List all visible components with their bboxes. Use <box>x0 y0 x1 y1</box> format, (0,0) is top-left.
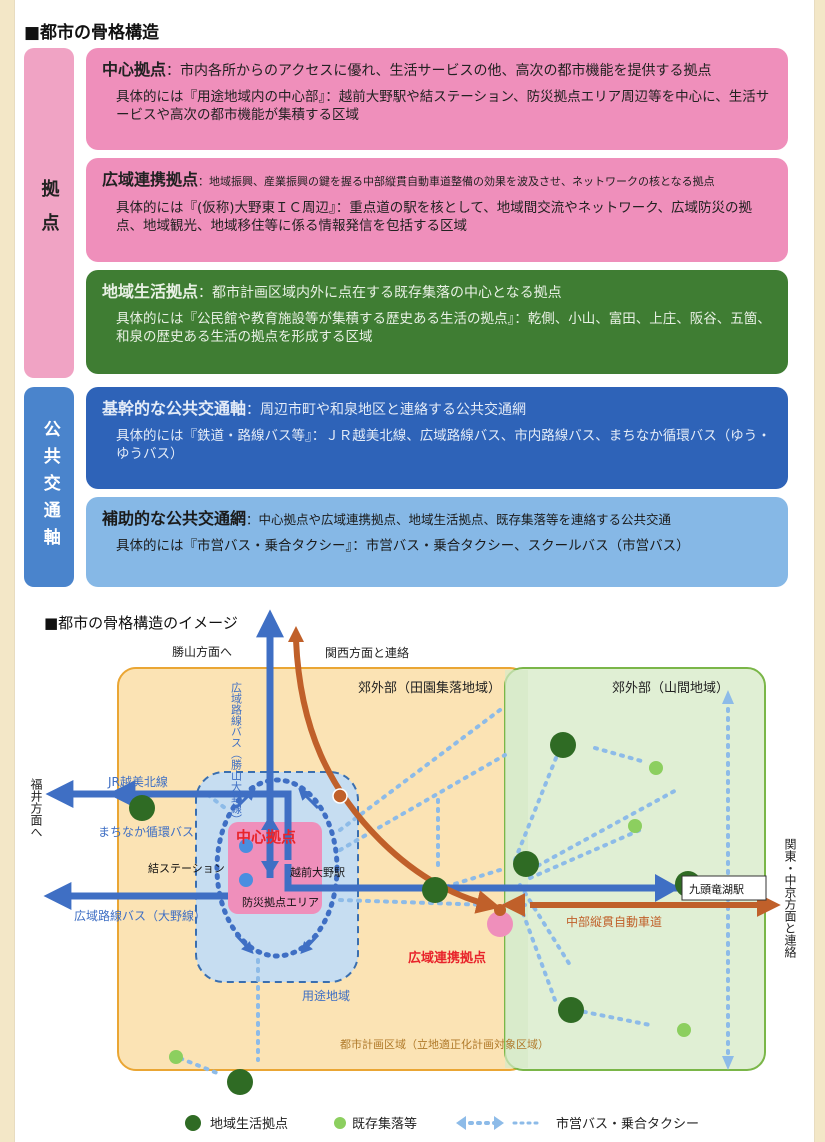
box-title: 基幹的な公共交通軸 <box>102 399 247 418</box>
bosai-label: 防災拠点エリア <box>242 895 319 909</box>
box-detail: 具体的には『公民館や教育施設等が集積する歴史ある生活の拠点』：乾側、小山、富田、… <box>116 311 771 345</box>
box-main-transit: 基幹的な公共交通軸：周辺市町や和泉地区と連絡する公共交通網 具体的には『鉄道・路… <box>86 387 788 489</box>
box-desc: ：地域振興、産業振興の鍵を握る中部縦貫自動車道整備の効果を波及させ、ネットワーク… <box>198 175 715 188</box>
box-desc: ：市内各所からのアクセスに優れ、生活サービスの他、高次の都市機能を提供する拠点 <box>166 63 712 79</box>
box-detail: 具体的には『用途地域内の中心部』：越前大野駅や結ステーション、防災拠点エリア周辺… <box>116 89 770 123</box>
center-hub-label: 中心拠点 <box>236 828 296 846</box>
jr-label: JR越美北線 <box>107 774 168 789</box>
bus-ono-label: 広域路線バス（大野線） <box>74 908 206 923</box>
legend-local-hub: 地域生活拠点 <box>210 1117 288 1132</box>
box-title: 広域連携拠点 <box>102 170 199 189</box>
box-title: 補助的な公共交通網 <box>102 509 247 528</box>
bus-katsuyama-label: 広域路線バス（勝山大野線） <box>230 682 243 825</box>
legend-village-icon <box>334 1117 346 1129</box>
box-center-hub: 中心拠点：市内各所からのアクセスに優れ、生活サービスの他、高次の都市機能を提供す… <box>86 48 788 150</box>
kuzuryu-label: 九頭竜湖駅 <box>689 882 744 896</box>
section-title: ■都市の骨格構造 <box>24 23 160 43</box>
box-sub-transit: 補助的な公共交通網：中心拠点や広域連携拠点、地域生活拠点、既存集落等を連絡する公… <box>86 497 788 587</box>
box-local-hub: 地域生活拠点：都市計画区域内外に点在する既存集落の中心となる拠点 具体的には『公… <box>86 270 788 374</box>
wide-hub-label: 広域連携拠点 <box>408 950 486 966</box>
yui-station-dot <box>239 839 253 853</box>
box-title: 中心拠点 <box>102 60 167 79</box>
image-title: ■都市の骨格構造のイメージ <box>44 614 238 632</box>
legend-village: 既存集落等 <box>352 1116 417 1132</box>
suburb-farm-label: 郊外部（田園集落地域） <box>358 680 501 696</box>
side-label-kyoten-text: 拠点 <box>38 179 60 247</box>
plan-area-label: 都市計画区域（立地適正化計画対象区域） <box>340 1037 549 1051</box>
box-title: 地域生活拠点 <box>102 282 199 301</box>
kansai-label: 関西方面と連絡 <box>325 645 409 660</box>
side-label-kyoten: 拠点 <box>24 48 74 378</box>
echizen-ono-label: 越前大野駅 <box>290 865 345 879</box>
box-wide-hub: 広域連携拠点：地域振興、産業振興の鍵を握る中部縦貫自動車道整備の効果を波及させ、… <box>86 158 788 262</box>
wide-hub-ic <box>494 904 506 916</box>
expressway <box>293 639 781 917</box>
villages <box>169 761 691 1064</box>
katsuyama-label: 勝山方面へ <box>172 644 232 659</box>
legend-bus-taxi-icon <box>456 1116 542 1130</box>
fukui-label: 福井方面へ <box>29 777 43 838</box>
legend-bus-taxi: 市営バス・乗合タクシー <box>556 1116 699 1132</box>
box-detail: 具体的には『市営バス・乗合タクシー』：市営バス・乗合タクシー、スクールバス（市営… <box>116 538 690 554</box>
yui-label: 結ステーション <box>148 861 225 875</box>
kanto-label: 関東・中京方面と連絡 <box>783 838 797 959</box>
bosai-dot <box>239 873 253 887</box>
side-label-kotsu-text: 公共交通軸 <box>39 419 60 555</box>
side-label-kotsu: 公共交通軸 <box>24 387 74 587</box>
loop-bus-route <box>214 777 340 959</box>
loop-bus-label: まちなか循環バス <box>98 825 194 839</box>
box-desc: ：周辺市町や和泉地区と連絡する公共交通網 <box>246 402 527 418</box>
wide-hub-marker <box>487 911 513 937</box>
suburb-mountain-label: 郊外部（山間地域） <box>612 680 729 696</box>
interchange-marker <box>332 788 348 804</box>
chubu-label: 中部縦貫自動車道 <box>566 914 662 929</box>
kuzuryu-box <box>681 875 767 901</box>
main-transit-axes <box>43 609 680 910</box>
box-desc: ：都市計画区域内外に点在する既存集落の中心となる拠点 <box>198 285 562 301</box>
legend-local-hub-icon <box>185 1115 201 1131</box>
box-detail: 具体的には『鉄道・路線バス等』：ＪＲ越美北線、広域路線バス、市内路線バス、まちな… <box>116 428 771 462</box>
box-desc: ：中心拠点や広域連携拠点、地域生活拠点、既存集落等を連絡する公共交通 <box>246 512 672 527</box>
box-detail: 具体的には『(仮称)大野東ＩＣ周辺』：重点道の駅を核として、地域間交流やネットワ… <box>116 200 752 234</box>
youto-label: 用途地域 <box>302 988 350 1003</box>
